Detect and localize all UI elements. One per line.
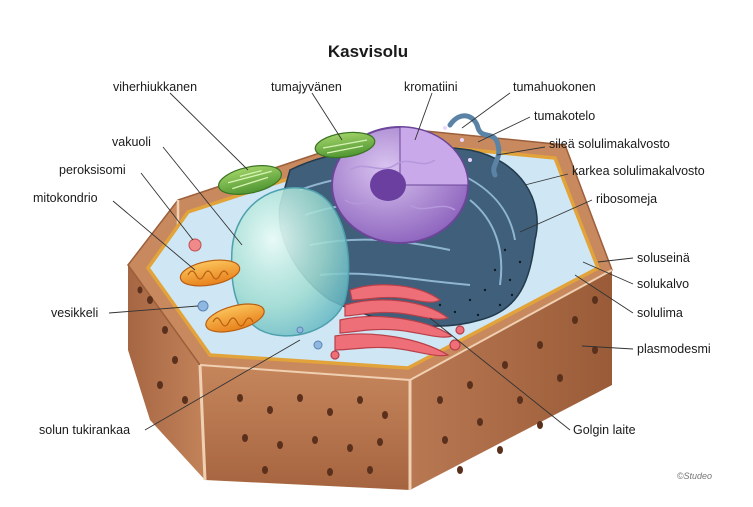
diagram-title: Kasvisolu [328, 42, 408, 61]
label-vakuoli: vakuoli [112, 135, 151, 149]
label-soluntukirankaa: solun tukirankaa [39, 423, 130, 437]
label-soluseina: soluseinä [637, 251, 690, 265]
label-tumahuokonen: tumahuokonen [513, 80, 596, 94]
label-mitokondrio: mitokondrio [33, 191, 98, 205]
label-tumajyvanen: tumajyvänen [271, 80, 342, 94]
label-kromatiini: kromatiini [404, 80, 458, 94]
label-ribosomeja: ribosomeja [596, 192, 657, 206]
copyright-text: ©Studeo [677, 471, 712, 481]
label-golginlaite: Golgin laite [573, 423, 636, 437]
label-viherhiukkanen: viherhiukkanen [113, 80, 197, 94]
label-plasmodesmi: plasmodesmi [637, 342, 711, 356]
label-vesikkeli: vesikkeli [51, 306, 98, 320]
label-karkeasolulimakalvosto: karkea solulimakalvosto [572, 164, 705, 178]
peroxisome [189, 239, 201, 251]
label-peroksisomi: peroksisomi [59, 163, 126, 177]
label-tumakotelo: tumakotelo [534, 109, 595, 123]
label-sileasolulimakalvosto: sileä solulimakalvosto [549, 137, 670, 151]
nucleolus [370, 169, 406, 201]
label-solulima: solulima [637, 306, 683, 320]
label-solukalvo: solukalvo [637, 277, 689, 291]
